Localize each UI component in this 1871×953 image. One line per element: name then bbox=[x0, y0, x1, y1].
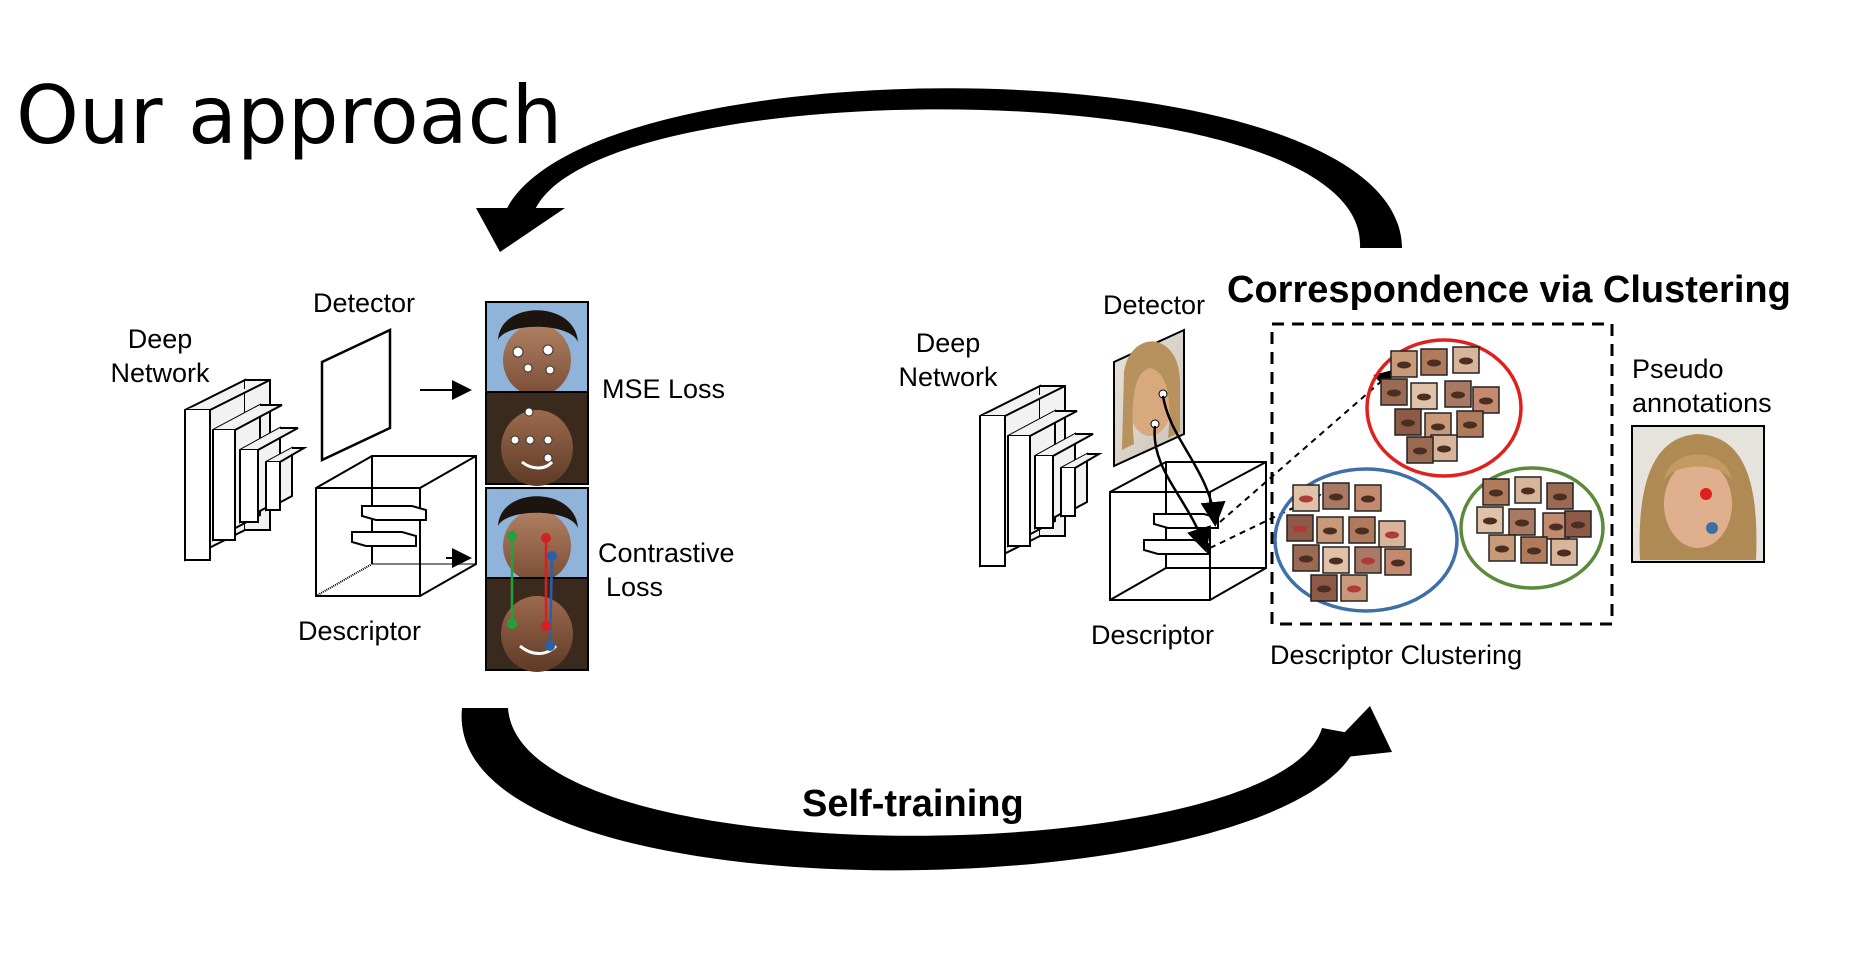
cluster-blue-ellipse bbox=[1273, 467, 1459, 613]
cluster-patch-feature-0-10 bbox=[1437, 445, 1451, 453]
cluster-red-ellipse bbox=[1365, 338, 1523, 478]
cluster-patch-feature-2-4 bbox=[1515, 519, 1529, 527]
pseudo-label-line2: annotations bbox=[1632, 388, 1772, 418]
clustering-heading: Correspondence via Clustering bbox=[1227, 269, 1791, 311]
contrastive-loss-label: Contrastive Loss bbox=[598, 536, 735, 604]
detector-plane-left bbox=[320, 328, 392, 462]
cluster-patch-feature-1-6 bbox=[1385, 531, 1399, 539]
cluster-patch-feature-0-11 bbox=[1413, 447, 1427, 455]
deep-network-label-left: Deep Network bbox=[100, 322, 220, 390]
cluster-patch-feature-1-11 bbox=[1317, 585, 1331, 593]
cluster-patch-feature-1-2 bbox=[1361, 495, 1375, 503]
detector-label-right: Detector bbox=[1103, 290, 1206, 320]
clustering-box bbox=[1270, 322, 1614, 626]
contrastive-loss-line2: Loss bbox=[606, 572, 664, 602]
cluster-patch-feature-0-1 bbox=[1427, 359, 1441, 367]
cluster-patch-feature-2-1 bbox=[1521, 487, 1535, 495]
deep-network-stack-right bbox=[979, 384, 1103, 568]
cluster-patch-feature-0-8 bbox=[1431, 423, 1445, 431]
cluster-patch-feature-0-3 bbox=[1387, 389, 1401, 397]
clustering-caption: Descriptor Clustering bbox=[1270, 640, 1523, 670]
detector-label-left: Detector bbox=[313, 288, 416, 318]
cluster-patch-feature-2-7 bbox=[1495, 545, 1509, 553]
cluster-green-ellipse bbox=[1459, 466, 1605, 590]
cluster-patches bbox=[1286, 346, 1592, 602]
face-image-mse-bottom bbox=[485, 391, 589, 486]
cluster-patch-feature-2-5 bbox=[1549, 523, 1563, 531]
cluster-patch-2-7 bbox=[1488, 534, 1516, 562]
pseudo-annotation-face bbox=[1631, 425, 1765, 563]
detector-face-image-right bbox=[1113, 328, 1185, 468]
cluster-patch-feature-0-9 bbox=[1463, 421, 1477, 429]
deep-network-label-right: Deep Network bbox=[888, 326, 1008, 394]
descriptor-label-right: Descriptor bbox=[1091, 620, 1215, 650]
cluster-patch-1-11 bbox=[1310, 574, 1338, 602]
cluster-patch-feature-0-5 bbox=[1451, 391, 1465, 399]
contrastive-correspondence-lines bbox=[507, 531, 557, 651]
pseudo-label-line1: Pseudo bbox=[1632, 354, 1724, 384]
cluster-patch-feature-1-1 bbox=[1329, 493, 1343, 501]
cluster-patch-0-2 bbox=[1452, 346, 1480, 374]
self-training-label: Self-training bbox=[802, 783, 1024, 825]
mse-loss-label: MSE Loss bbox=[602, 374, 726, 404]
cluster-patch-feature-1-7 bbox=[1299, 555, 1313, 563]
cluster-patch-feature-2-9 bbox=[1557, 549, 1571, 557]
cluster-patch-0-5 bbox=[1444, 380, 1472, 408]
descriptor-cube-left bbox=[315, 455, 477, 597]
cluster-patch-feature-1-5 bbox=[1355, 527, 1369, 535]
cluster-patch-feature-0-4 bbox=[1417, 393, 1431, 401]
face-image-contrastive-bottom bbox=[485, 577, 589, 672]
face-image-contrastive-top bbox=[485, 487, 589, 582]
cluster-patch-feature-2-3 bbox=[1483, 517, 1497, 525]
pseudo-annotations-label: Pseudo annotations bbox=[1632, 352, 1772, 420]
cluster-patch-feature-0-2 bbox=[1459, 357, 1473, 365]
descriptor-cube-right bbox=[1109, 461, 1267, 601]
cluster-patch-feature-1-3 bbox=[1293, 525, 1307, 533]
deep-network-label-left-line2: Network bbox=[110, 358, 210, 388]
cluster-patch-feature-2-6 bbox=[1571, 521, 1585, 529]
contrastive-loss-line1: Contrastive bbox=[598, 538, 735, 568]
bottom-loop-arrow bbox=[461, 706, 1392, 871]
cluster-patch-feature-0-0 bbox=[1397, 361, 1411, 369]
cluster-patch-feature-2-2 bbox=[1553, 493, 1567, 501]
deep-network-label-left-line1: Deep bbox=[127, 324, 193, 354]
cluster-patch-feature-1-0 bbox=[1299, 495, 1313, 503]
cluster-patch-feature-1-8 bbox=[1329, 557, 1343, 565]
page-title: Our approach bbox=[16, 69, 563, 162]
cluster-patch-feature-0-6 bbox=[1479, 397, 1493, 405]
top-loop-arrow bbox=[476, 88, 1402, 252]
detector-to-descriptor-arrows bbox=[1153, 395, 1226, 553]
cluster-patch-feature-1-12 bbox=[1347, 585, 1361, 593]
cluster-patch-feature-0-7 bbox=[1401, 419, 1415, 427]
cluster-patch-feature-1-4 bbox=[1323, 527, 1337, 535]
cluster-patch-feature-1-9 bbox=[1361, 557, 1375, 565]
cluster-patch-feature-2-8 bbox=[1527, 547, 1541, 555]
deep-network-label-right-line1: Deep bbox=[915, 328, 981, 358]
deep-network-stack-left bbox=[184, 378, 308, 562]
face-image-mse-top bbox=[485, 301, 589, 396]
cluster-patch-1-10 bbox=[1384, 548, 1412, 576]
cluster-patch-feature-2-0 bbox=[1489, 489, 1503, 497]
descriptor-label-left: Descriptor bbox=[298, 616, 422, 646]
cluster-patch-feature-1-10 bbox=[1391, 559, 1405, 567]
deep-network-label-right-line2: Network bbox=[898, 362, 998, 392]
